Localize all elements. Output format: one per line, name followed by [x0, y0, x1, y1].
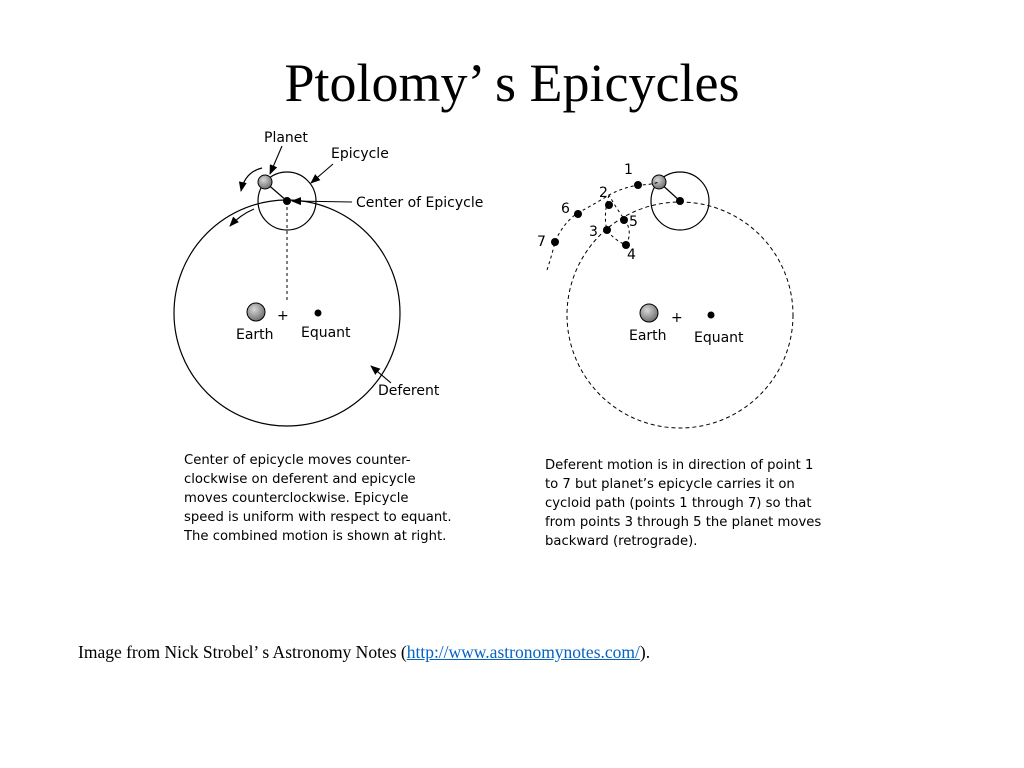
equant-label: Equant	[694, 330, 744, 346]
point-5-label: 5	[629, 214, 638, 230]
earth-dot	[639, 303, 659, 323]
astronomy-notes-link[interactable]: http://www.astronomynotes.com/	[406, 642, 640, 662]
planet-dot	[257, 174, 273, 190]
epicycle-circle	[650, 171, 710, 231]
center-plus-sign: +	[277, 308, 289, 324]
earth-label: Earth	[236, 327, 274, 343]
epicycle-center-dot	[283, 197, 291, 205]
cycloid-point-labels: 1 2 3 4 5 6 7	[537, 162, 638, 263]
left-diagram: + Planet Epicycle Center of Epicycle Ear…	[173, 130, 483, 427]
point-2-label: 2	[599, 185, 608, 201]
deferent-dashed-circle	[566, 201, 794, 429]
deferent-label: Deferent	[378, 383, 440, 399]
cycloid-points	[551, 181, 642, 249]
right-diagram: 1 2 3 4 5 6 7 + Earth Equant	[537, 162, 794, 429]
point-2-dot	[605, 201, 613, 209]
point-3-dot	[603, 226, 611, 234]
point-4-label: 4	[627, 247, 636, 263]
point-1-label: 1	[624, 162, 633, 178]
center-of-epicycle-label: Center of Epicycle	[356, 195, 483, 211]
point-7-dot	[551, 238, 559, 246]
equant-label: Equant	[301, 325, 351, 341]
point-6-label: 6	[561, 201, 570, 217]
left-caption: Center of epicycle moves counter- clockw…	[184, 453, 452, 544]
point-4-dot	[622, 241, 630, 249]
earth-label: Earth	[629, 328, 667, 344]
point-5-dot	[620, 216, 628, 224]
planet-label-arrow	[269, 145, 283, 175]
equant-dot	[314, 309, 322, 317]
epicycle-motion-arrow	[238, 167, 263, 192]
image-credit: Image from Nick Strobel’ s Astronomy Not…	[78, 642, 650, 663]
credit-prefix: Image from Nick Strobel’ s Astronomy Not…	[78, 642, 407, 662]
slide-title: Ptolomy’ s Epicycles	[284, 53, 740, 113]
equant-dot	[707, 311, 715, 319]
point-6-dot	[574, 210, 582, 218]
credit-suffix: ).	[639, 642, 651, 662]
center-label-arrow	[291, 197, 353, 206]
point-1-dot	[634, 181, 642, 189]
deferent-label-arrow	[370, 365, 392, 384]
earth-dot	[246, 302, 266, 322]
deferent-motion-arrow	[229, 208, 255, 227]
epicycle-label-arrow	[310, 163, 334, 184]
planet-dot	[651, 174, 667, 190]
point-7-label: 7	[537, 234, 546, 250]
planet-label: Planet	[264, 130, 308, 146]
epicycle-label: Epicycle	[331, 146, 389, 162]
center-plus-sign: +	[671, 310, 683, 326]
right-caption: Deferent motion is in direction of point…	[545, 458, 822, 549]
epicycle-center-dot	[676, 197, 684, 205]
point-3-label: 3	[589, 224, 598, 240]
